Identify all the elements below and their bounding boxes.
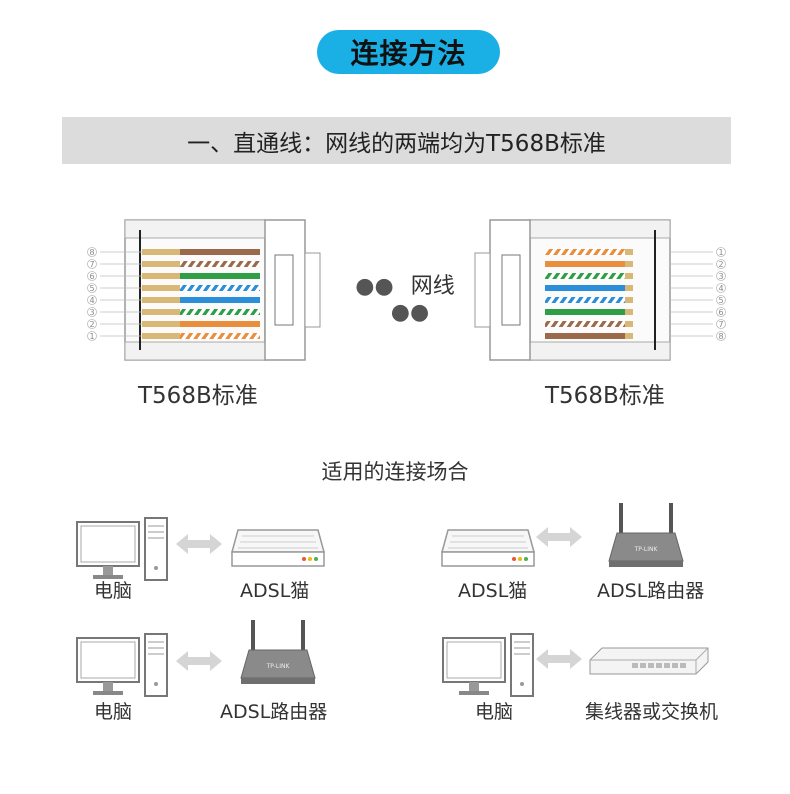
pin-number-circle [87,247,97,257]
switch-icon [589,647,709,675]
bidirectional-arrow-icon [176,651,222,671]
pin-number-circle [716,307,726,317]
pin-number-circle [716,295,726,305]
pin-number-circle [87,259,97,269]
wire-strand [180,261,260,267]
pin-number-circle [87,283,97,293]
pin-contact [142,309,180,315]
pin-number: 3 [718,272,723,281]
pin-number-circle [716,259,726,269]
pin-contact [142,273,180,279]
pc-icon [76,633,168,697]
left-standard-label: T568B标准 [138,383,258,409]
device-label: ADSL猫 [240,580,310,602]
wire-strand [180,333,260,339]
bidirectional-arrow-icon [176,534,222,554]
left-pin-labels: 8 7 6 5 4 3 2 1 [87,247,97,341]
wire-strand [180,309,260,315]
device-label: 集线器或交换机 [585,701,719,723]
wire-strand [180,321,260,327]
device-label: ADSL猫 [458,580,528,602]
usage-title: 适用的连接场合 [321,460,469,484]
pin-contact [142,261,180,267]
device-label: ADSL路由器 [597,580,705,602]
device-label: 电脑 [475,701,514,723]
pin-number-circle [716,247,726,257]
pin-number-circle [87,295,97,305]
pin-contact [142,321,180,327]
pin-number-circle [716,271,726,281]
router-icon [240,619,316,685]
pin-contact [142,297,180,303]
wire-strand [545,273,625,279]
cable-text: 网线 [410,274,455,299]
pin-contact [142,285,180,291]
bidirectional-arrow-icon [536,649,582,669]
pin-number: 4 [718,284,723,293]
modem-icon [441,529,535,567]
pin-number: 7 [89,260,94,269]
modem-icon [231,529,325,567]
right-wire-group [545,249,713,339]
pin-number: 1 [89,332,94,341]
pin-number: 2 [89,320,94,329]
cable-label: ●● 网线 ●● [345,268,475,325]
pc-icon [442,633,534,697]
pin-number-circle [716,319,726,329]
pin-number: 3 [89,308,94,317]
pin-number: 6 [89,272,94,281]
wire-strand [180,297,260,303]
right-rj45-connector: 1 2 3 4 5 6 7 8 [474,219,726,361]
section-banner: 一、直通线：网线的两端均为T568B标准 [62,117,731,164]
pin-number: 1 [718,248,723,257]
wire-strand [545,285,625,291]
pc-icon [76,517,168,581]
wire-strand [180,249,260,255]
dots-left-icon: ●● [355,274,394,299]
pin-number-circle [87,307,97,317]
wire-strand [545,261,625,267]
wire-strand [545,333,625,339]
pin-number-circle [87,331,97,341]
pin-number: 6 [718,308,723,317]
right-pin-labels: 1 2 3 4 5 6 7 8 [716,247,726,341]
pin-number-circle [716,283,726,293]
pin-number-circle [87,319,97,329]
pin-number: 2 [718,260,723,269]
wire-strand [545,297,625,303]
wire-strand [545,249,625,255]
pin-number: 5 [89,284,94,293]
pin-number: 8 [89,248,94,257]
pin-number-circle [87,271,97,281]
pin-contact [142,249,180,255]
device-label: 电脑 [94,580,133,602]
pin-contact [142,333,180,339]
wire-strand [180,285,260,291]
wire-strand [545,309,625,315]
pin-number: 7 [718,320,723,329]
left-rj45-connector: 8 7 6 5 4 3 2 1 [87,219,321,361]
dots-right-icon: ●● [390,300,430,325]
pin-number-circle [716,331,726,341]
wire-strand [180,273,260,279]
bidirectional-arrow-icon [536,527,582,547]
router-icon [608,502,684,568]
pin-number: 4 [89,296,94,305]
right-standard-label: T568B标准 [545,383,665,409]
pin-number: 5 [718,296,723,305]
left-wire-group [100,249,260,339]
device-label: ADSL路由器 [220,701,328,723]
device-label: 电脑 [94,701,133,723]
page-title: 连接方法 [317,30,500,74]
pin-number: 8 [718,332,723,341]
wire-strand [545,321,625,327]
